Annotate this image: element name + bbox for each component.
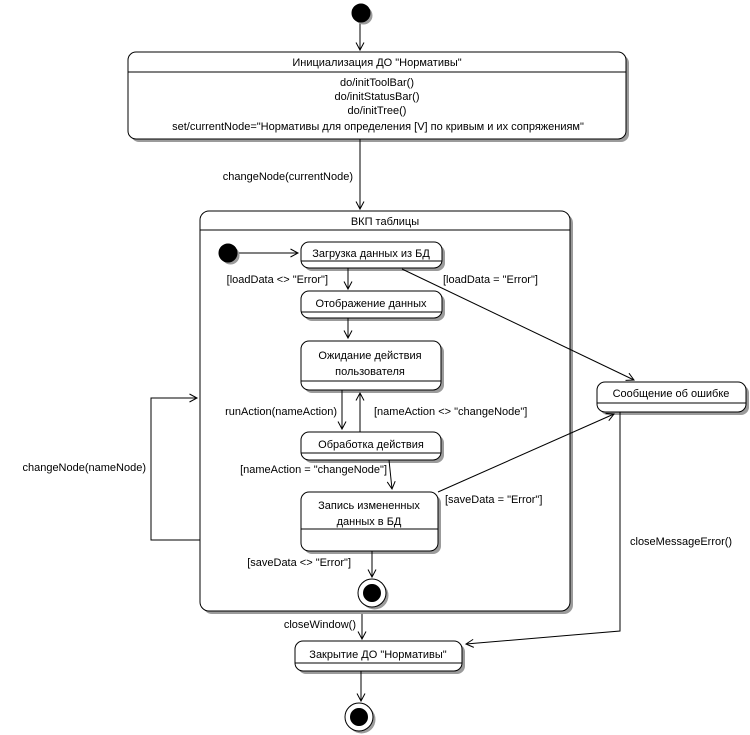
transition-label-load-ok: [loadData <> "Error"] — [227, 274, 328, 286]
transition-label-action-change: [nameAction = "changeNode"] — [240, 464, 387, 476]
state-box — [596, 381, 747, 413]
state-title-line1: Запись измененных — [318, 500, 420, 512]
state-box — [199, 210, 571, 612]
state-process-action: Обработка действия — [300, 431, 444, 463]
transition-label-close-message-error: closeMessageError() — [630, 536, 732, 548]
initial-state-dot — [351, 3, 371, 23]
state-box — [127, 51, 627, 140]
state-action: set/currentNode="Нормативы для определен… — [172, 121, 584, 133]
state-box — [300, 340, 442, 391]
state-display-data: Отображение данных — [300, 290, 445, 321]
state-error-message: Сообщение об ошибке — [596, 381, 749, 415]
state-title: Сообщение об ошибке — [613, 388, 730, 400]
transitions: changeNode(currentNode) [loadData <> "Er… — [22, 22, 732, 703]
state-load-data: Загрузка данных из БД — [300, 241, 445, 271]
state-title: Обработка действия — [318, 439, 424, 451]
state-title-line2: данных в БД — [337, 516, 402, 528]
final-state-bottom-icon — [344, 702, 376, 734]
transition-process-to-save — [386, 459, 396, 491]
transition-label-close-window: closeWindow() — [284, 619, 356, 631]
initial-state-inner-icon — [218, 243, 240, 265]
state-save-data: Запись измененных данных в БД — [300, 491, 441, 554]
final-state-inner-icon — [357, 578, 389, 610]
state-title: Отображение данных — [315, 298, 427, 310]
state-title-line1: Ожидание действия — [318, 350, 421, 362]
final-state-dot — [350, 708, 368, 726]
final-state-dot — [363, 584, 381, 602]
transition-label-run-action: runAction(nameAction) — [225, 406, 337, 418]
state-title: Загрузка данных из БД — [312, 248, 430, 260]
transition-save-to-error — [437, 412, 615, 493]
state-box — [300, 491, 439, 552]
state-action: do/initStatusBar() — [335, 91, 420, 103]
initial-state-dot — [218, 243, 238, 263]
state-title-line2: пользователя — [335, 366, 405, 378]
transition-label-load-error: [loadData = "Error"] — [443, 274, 538, 286]
transition-composite-self-loop — [150, 393, 200, 541]
composite-state-vkp: ВКП таблицы — [199, 210, 573, 614]
transition-label-save-ok: [saveData <> "Error"] — [247, 557, 351, 569]
transition-label-change-current-node: changeNode(currentNode) — [223, 171, 353, 183]
state-init-do: Инициализация ДО "Нормативы" do/initTool… — [127, 51, 629, 142]
state-title: Инициализация ДО "Нормативы" — [292, 57, 461, 69]
transition-label-action-not-change: [nameAction <> "changeNode"] — [374, 406, 527, 418]
state-title: Закрытие ДО "Нормативы" — [309, 649, 446, 661]
state-action: do/initTree() — [348, 105, 407, 117]
transition-error-to-close — [464, 412, 621, 648]
transition-label-save-error: [saveData = "Error"] — [445, 494, 542, 506]
transition-load-to-error — [401, 268, 635, 381]
initial-state-top-icon — [351, 3, 373, 25]
state-action: do/initToolBar() — [340, 77, 414, 89]
transition-label-change-name-node: changeNode(nameNode) — [22, 462, 146, 474]
state-box — [300, 290, 443, 319]
state-close-do: Закрытие ДО "Нормативы" — [294, 640, 465, 674]
state-wait-user: Ожидание действия пользователя — [300, 340, 444, 393]
state-title: ВКП таблицы — [351, 216, 419, 228]
